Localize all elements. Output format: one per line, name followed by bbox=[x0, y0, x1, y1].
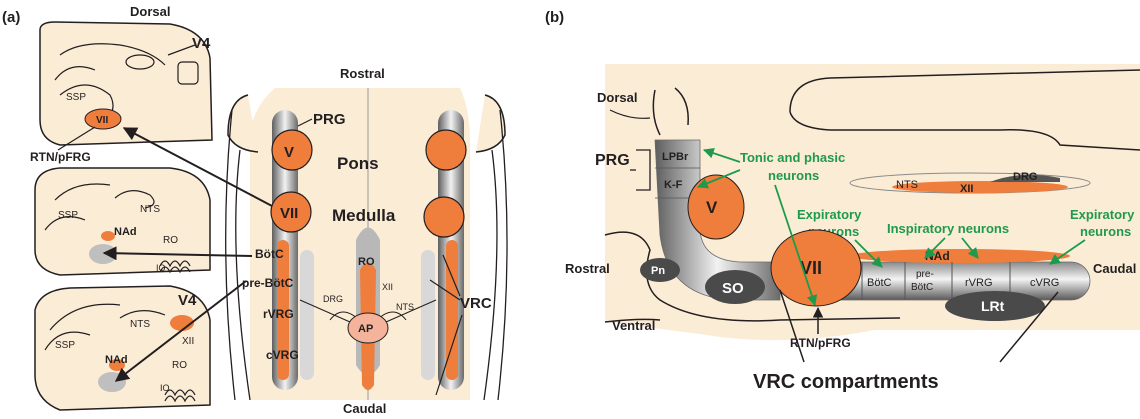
expiratory-right-label-2: neurons bbox=[1080, 224, 1131, 239]
medulla-label: Medulla bbox=[332, 206, 396, 225]
v4-label-bottom: V4 bbox=[178, 292, 197, 309]
rostral-label-b: Rostral bbox=[565, 261, 610, 276]
prg-label-a: PRG bbox=[313, 111, 346, 128]
tonic-phasic-label-2: neurons bbox=[768, 168, 819, 183]
pons-label: Pons bbox=[337, 154, 379, 173]
brain-slice-2 bbox=[35, 168, 210, 275]
nts-label-1: NTS bbox=[140, 204, 160, 215]
prebotc-label-a: pre-BötC bbox=[242, 276, 294, 290]
botc-label-b: BötC bbox=[867, 277, 892, 289]
rtn-label-a: RTN/pFRG bbox=[30, 150, 91, 164]
cvrg-label-a: cVRG bbox=[266, 348, 299, 362]
nad-label-b: NAd bbox=[925, 249, 950, 263]
expiratory-right-label-1: Expiratory bbox=[1070, 207, 1135, 222]
v4-label-top: V4 bbox=[192, 35, 211, 52]
lpbr-label: LPBr bbox=[662, 151, 689, 163]
drg-label-b: DRG bbox=[1013, 171, 1037, 183]
botc-label-a: BötC bbox=[255, 247, 284, 261]
nts-label-2: NTS bbox=[130, 319, 150, 330]
ventral-label-b: Ventral bbox=[612, 318, 655, 333]
panel-a-label: (a) bbox=[2, 9, 20, 26]
xii-label-center: XII bbox=[382, 282, 393, 292]
panel-a: (a) Dorsal V4 SSP VII RTN/pFRG S bbox=[2, 4, 507, 416]
ap-label: AP bbox=[358, 323, 373, 335]
dorsal-label-a: Dorsal bbox=[130, 4, 170, 19]
v-label-b: V bbox=[706, 198, 718, 217]
xii-label-b: XII bbox=[960, 183, 973, 195]
cvrg-label-b: cVRG bbox=[1030, 277, 1059, 289]
ro-label-2: RO bbox=[172, 360, 187, 371]
prg-label-b: PRG bbox=[595, 152, 630, 169]
brain-slice-1 bbox=[40, 22, 212, 145]
ro-label-1: RO bbox=[163, 235, 178, 246]
tonic-phasic-label-1: Tonic and phasic bbox=[740, 150, 845, 165]
caudal-label-b: Caudal bbox=[1093, 261, 1136, 276]
panel-b-label: (b) bbox=[545, 9, 564, 26]
dorsal-label-b: Dorsal bbox=[597, 90, 637, 105]
ssp-label-3: SSP bbox=[55, 340, 75, 351]
nad-label-1: NAd bbox=[114, 226, 137, 238]
vii-slice-label: VII bbox=[96, 115, 108, 126]
rvrg-label-b: rVRG bbox=[965, 277, 993, 289]
ssp-label-2: SSP bbox=[58, 210, 78, 221]
panel-b: (b) Dorsal Rostral Ventral Caudal PRG LP… bbox=[545, 9, 1140, 393]
pn-label: Pn bbox=[651, 265, 665, 277]
ssp-label-1: SSP bbox=[66, 92, 86, 103]
ro-label-center: RO bbox=[358, 256, 375, 268]
caudal-label-a: Caudal bbox=[343, 401, 386, 416]
prebotc-label-b-1: pre- bbox=[916, 269, 934, 280]
lrt-label: LRt bbox=[981, 298, 1005, 314]
io-label-1: IO bbox=[156, 263, 166, 273]
nts-label-center: NTS bbox=[396, 302, 414, 312]
rostral-label-a: Rostral bbox=[340, 66, 385, 81]
rvrg-label-a: rVRG bbox=[263, 307, 294, 321]
so-label: SO bbox=[722, 280, 744, 297]
kf-label: K-F bbox=[664, 179, 683, 191]
vii-label-a: VII bbox=[280, 205, 298, 222]
xii-label-slice: XII bbox=[182, 336, 194, 347]
prebotc-label-b-2: BötC bbox=[911, 282, 933, 293]
vrc-label-a: VRC bbox=[460, 295, 492, 312]
inspiratory-label: Inspiratory neurons bbox=[887, 221, 1009, 236]
v-label-a: V bbox=[284, 144, 294, 161]
vrc-compartments-label: VRC compartments bbox=[753, 371, 939, 393]
expiratory-left-label-1: Expiratory bbox=[797, 207, 862, 222]
io-label-2: IO bbox=[160, 383, 170, 393]
xii-nucleus bbox=[892, 181, 1068, 193]
nad-label-2: NAd bbox=[105, 354, 128, 366]
nts-label-b: NTS bbox=[896, 179, 918, 191]
drg-label-a: DRG bbox=[323, 294, 343, 304]
